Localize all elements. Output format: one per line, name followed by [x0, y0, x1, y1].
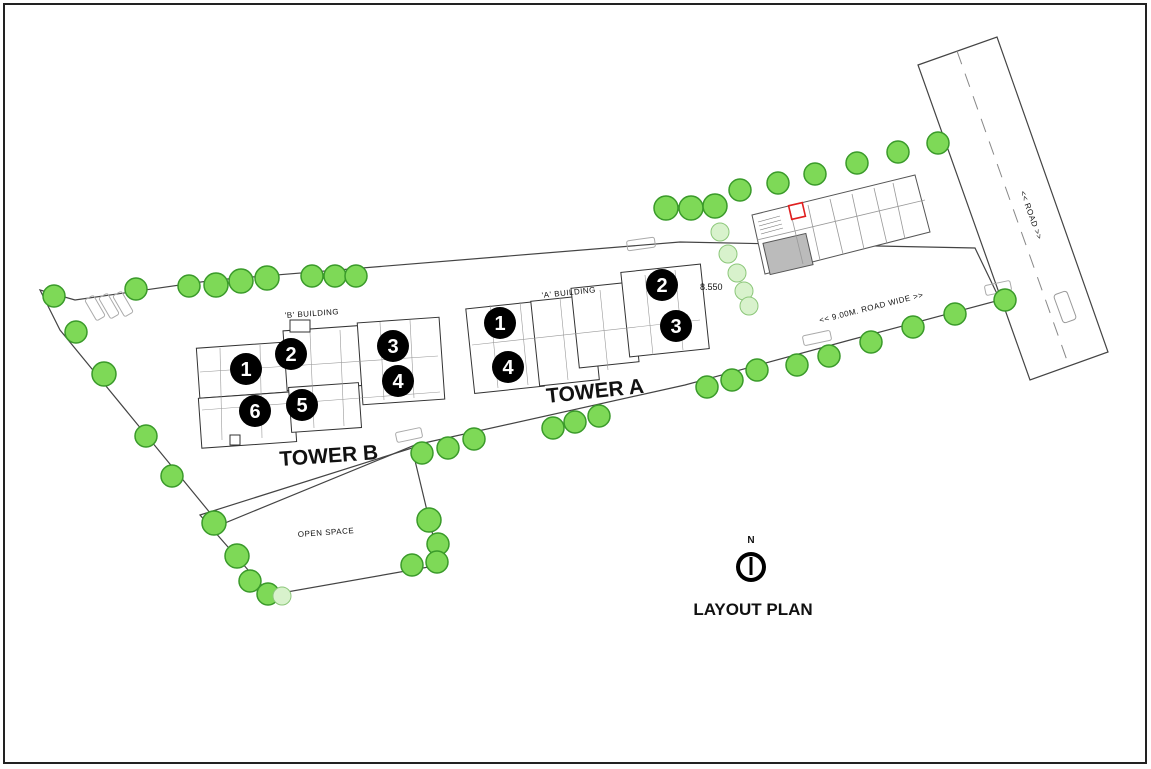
- unit-badge: 4: [382, 365, 414, 397]
- north-arrow-icon: N: [736, 535, 766, 582]
- unit-number: 6: [249, 401, 260, 423]
- commercial-block: [751, 174, 931, 276]
- road-strip: [917, 36, 1109, 381]
- unit-badge: 6: [239, 395, 271, 427]
- unit-badge: 2: [275, 338, 307, 370]
- unit-number: 5: [296, 395, 307, 417]
- unit-number: 2: [285, 344, 296, 366]
- unit-number: 4: [392, 371, 404, 393]
- page-title: LAYOUT PLAN: [693, 600, 812, 619]
- unit-number: 3: [387, 336, 398, 358]
- open-space-label: OPEN SPACE: [298, 526, 355, 539]
- north-label: N: [747, 535, 754, 546]
- unit-number: 1: [240, 359, 251, 381]
- light-trees: [272, 222, 759, 606]
- trees: [42, 131, 1017, 606]
- unit-badge: 3: [377, 330, 409, 362]
- frame-border: [3, 3, 1147, 764]
- unit-number: 4: [502, 357, 514, 379]
- unit-number: 1: [494, 313, 505, 335]
- unit-badge: 1: [484, 307, 516, 339]
- dimension-label: 8.550: [700, 282, 723, 292]
- tower-b-unit-badges: 1 2 3 4 5 6: [230, 330, 414, 427]
- unit-badge: 3: [660, 310, 692, 342]
- unit-badge: 5: [286, 389, 318, 421]
- unit-number: 2: [656, 275, 667, 297]
- unit-number: 3: [670, 316, 681, 338]
- unit-badge: 2: [646, 269, 678, 301]
- unit-badge: 4: [492, 351, 524, 383]
- unit-badge: 1: [230, 353, 262, 385]
- building-b-label: 'B' BUILDING: [285, 307, 340, 320]
- tower-a-unit-badges: 1 2 3 4: [484, 269, 692, 383]
